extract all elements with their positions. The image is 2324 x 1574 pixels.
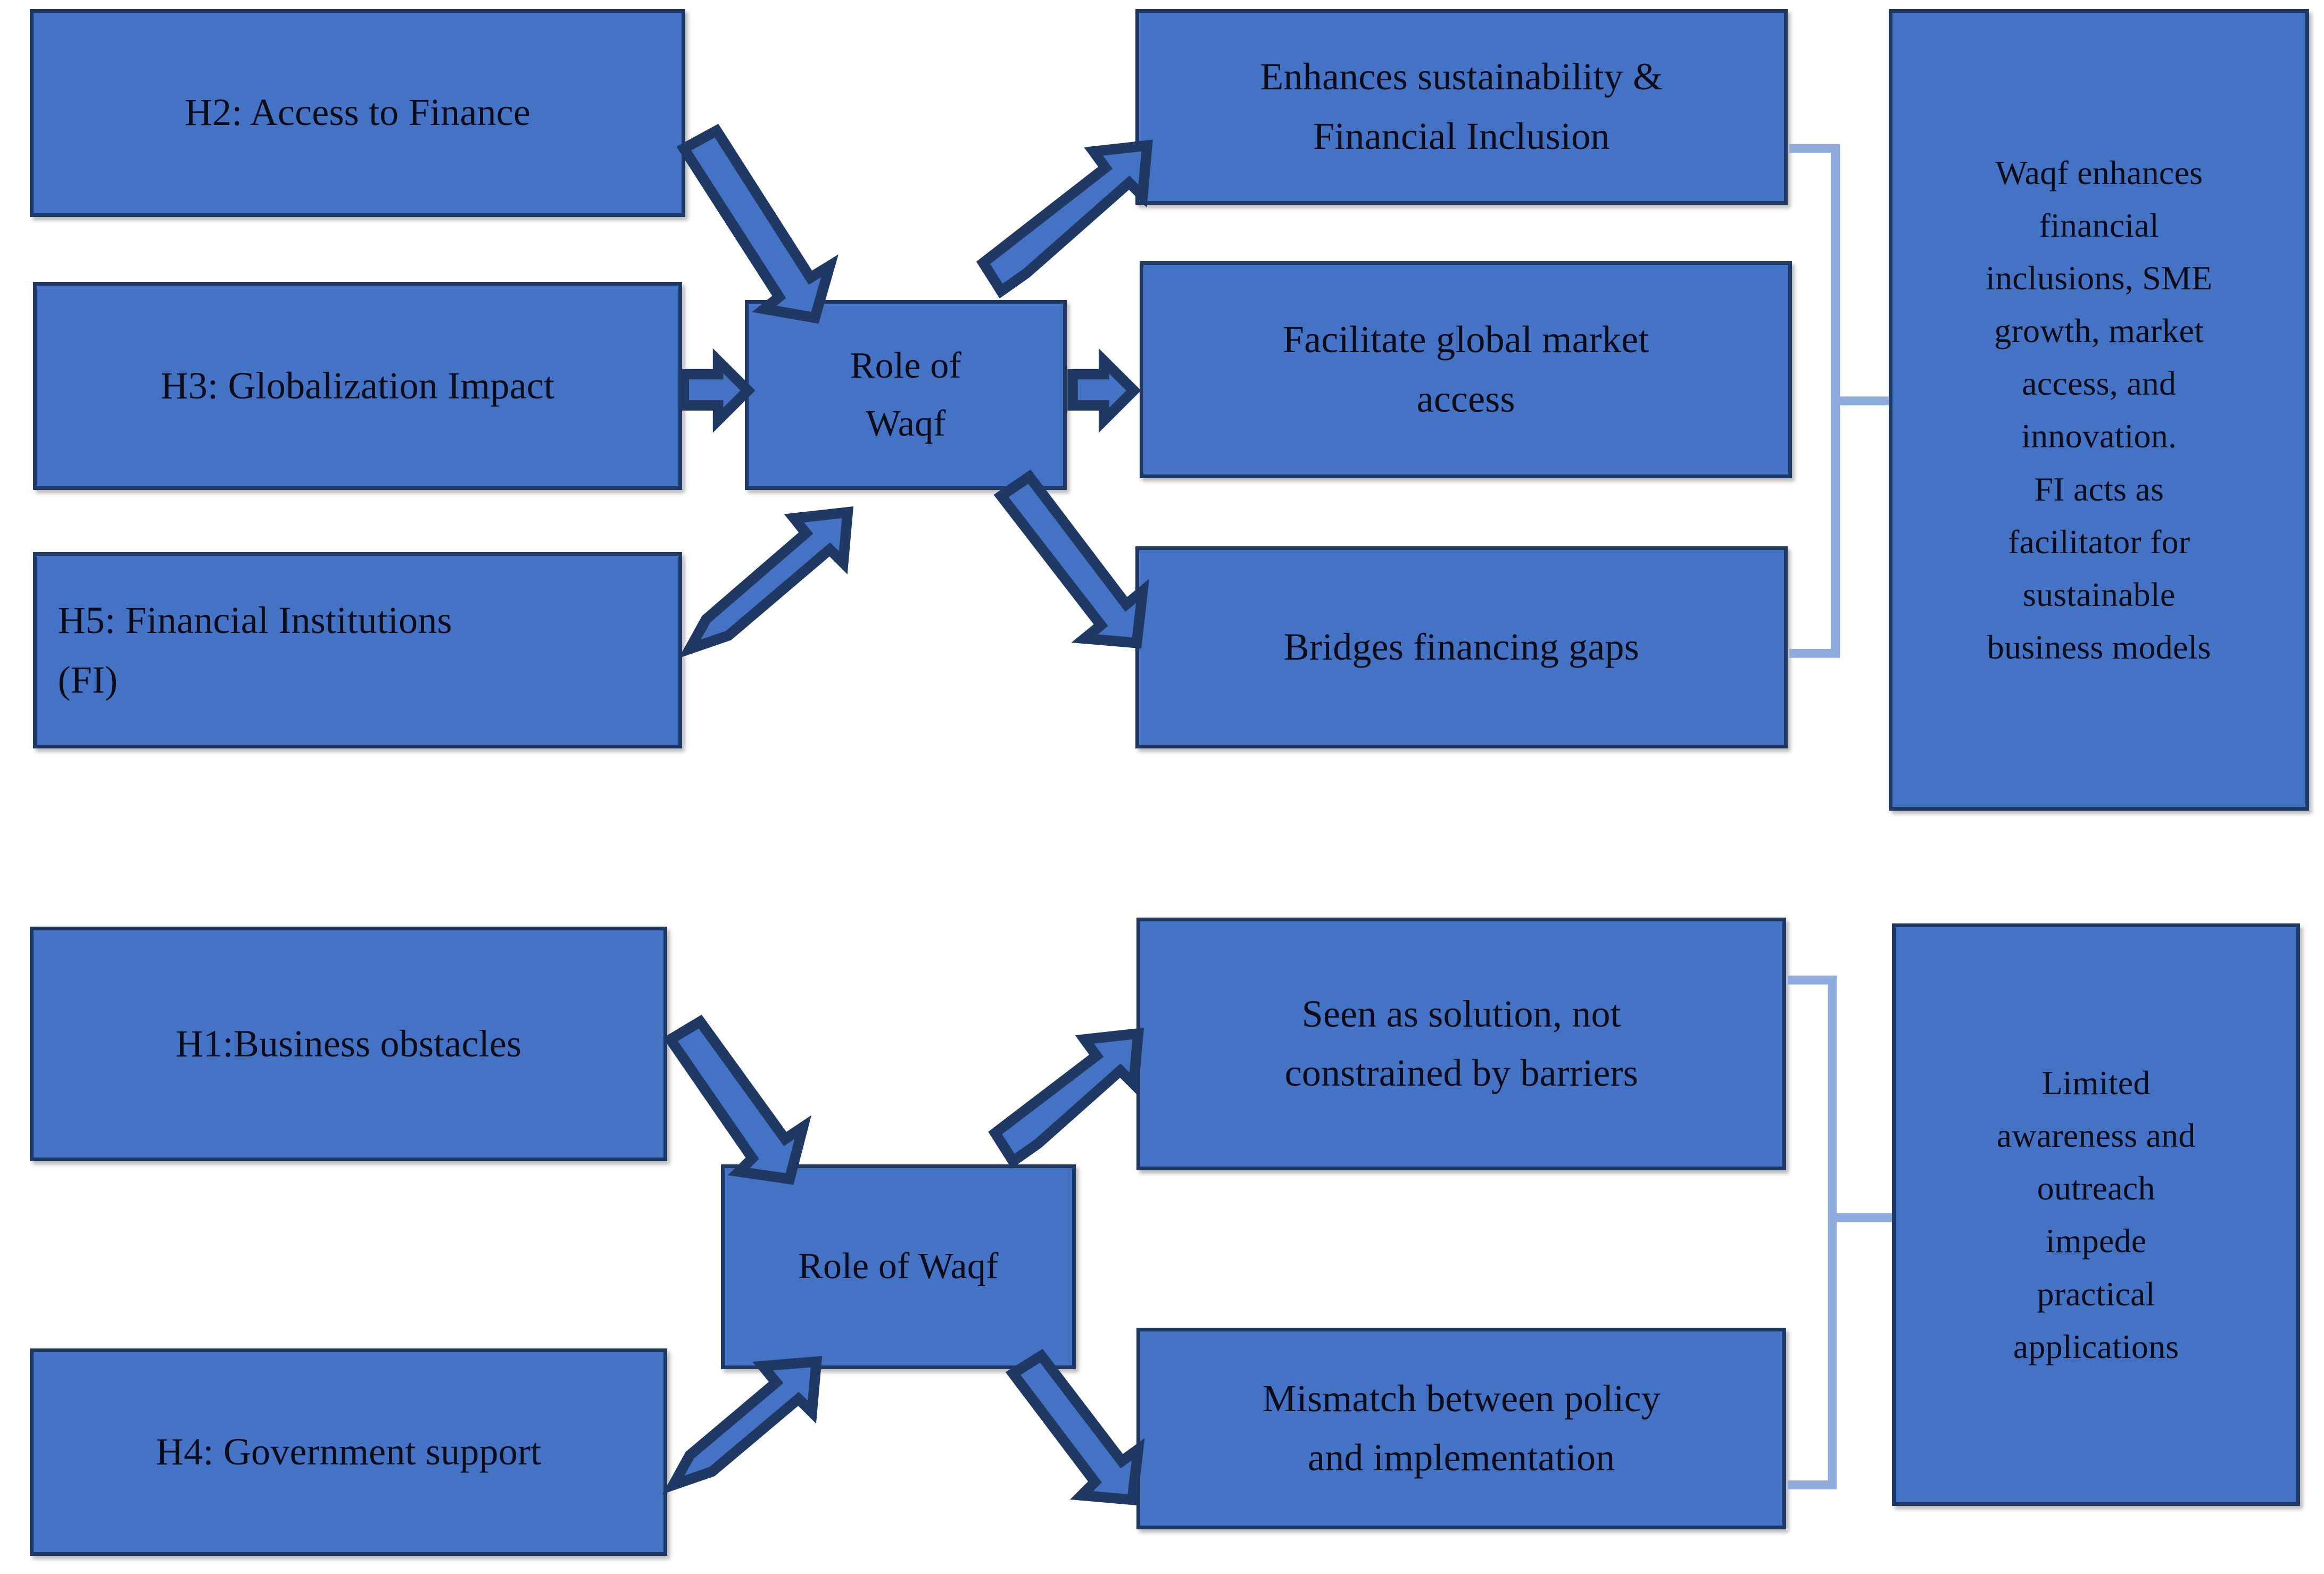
node-mismatch-policy-implementation[interactable]: Mismatch between policy and implementati…	[1136, 1327, 1787, 1530]
hub-role-of-waqf-top-label: Role of Waqf	[850, 345, 962, 444]
node-h3-label: H3: Globalization Impact	[160, 364, 555, 407]
node-mismatch-policy-implementation-label: Mismatch between policy and implementati…	[1262, 1377, 1661, 1479]
node-h5-label: H5: Financial Institutions (FI)	[57, 599, 452, 701]
arrow-hub-to-market	[1067, 348, 1141, 433]
node-h3-globalization-impact[interactable]: H3: Globalization Impact	[32, 282, 683, 490]
hub-role-of-waqf-bottom-label: Role of Waqf	[798, 1245, 999, 1287]
node-facilitate-global-market-access[interactable]: Facilitate global market access	[1140, 261, 1792, 478]
node-seen-as-solution-label: Seen as solution, not constrained by bar…	[1284, 992, 1638, 1095]
summary-bottom-findings-label: Limited awareness and outreach impede pr…	[1996, 1063, 2196, 1365]
bracket-top-summary	[1789, 144, 1889, 658]
arrow-h4-to-hub	[662, 1356, 823, 1495]
node-h2-label: H2: Access to Finance	[184, 91, 531, 134]
node-h5-financial-institutions[interactable]: H5: Financial Institutions (FI)	[32, 552, 683, 748]
node-h2-access-to-finance[interactable]: H2: Access to Finance	[30, 9, 685, 217]
node-h4-government-support[interactable]: H4: Government support	[30, 1348, 668, 1556]
summary-top-findings-label: Waqf enhances financial inclusions, SME …	[1986, 153, 2213, 667]
arrow-hub-to-gaps	[993, 469, 1150, 649]
node-enhances-sustainability[interactable]: Enhances sustainability & Financial Incl…	[1135, 9, 1788, 205]
node-seen-as-solution[interactable]: Seen as solution, not constrained by bar…	[1136, 918, 1787, 1170]
bracket-bottom-summary	[1788, 976, 1892, 1489]
node-enhances-sustainability-label: Enhances sustainability & Financial Incl…	[1260, 55, 1663, 157]
node-h1-label: H1:Business obstacles	[176, 1022, 522, 1065]
arrow-h3-to-hub	[678, 348, 756, 433]
arrow-hub-to-solution	[988, 1027, 1144, 1169]
hub-role-of-waqf-bottom[interactable]: Role of Waqf	[721, 1164, 1076, 1369]
arrow-h1-to-hub	[663, 1014, 812, 1185]
arrow-h2-to-hub	[676, 123, 839, 324]
node-facilitate-global-market-access-label: Facilitate global market access	[1282, 318, 1649, 421]
node-h1-business-obstacles[interactable]: H1:Business obstacles	[30, 926, 668, 1161]
summary-top-findings[interactable]: Waqf enhances financial inclusions, SME …	[1889, 9, 2309, 811]
arrow-h5-to-hub	[678, 506, 854, 659]
arrow-hub-to-enhances	[976, 139, 1153, 299]
arrow-hub-to-mismatch	[1005, 1348, 1145, 1505]
hub-role-of-waqf-top[interactable]: Role of Waqf	[745, 299, 1067, 490]
summary-bottom-findings[interactable]: Limited awareness and outreach impede pr…	[1892, 923, 2301, 1506]
node-bridges-financing-gaps-label: Bridges financing gaps	[1283, 626, 1639, 669]
node-bridges-financing-gaps[interactable]: Bridges financing gaps	[1135, 546, 1788, 748]
node-h4-label: H4: Government support	[156, 1430, 542, 1473]
